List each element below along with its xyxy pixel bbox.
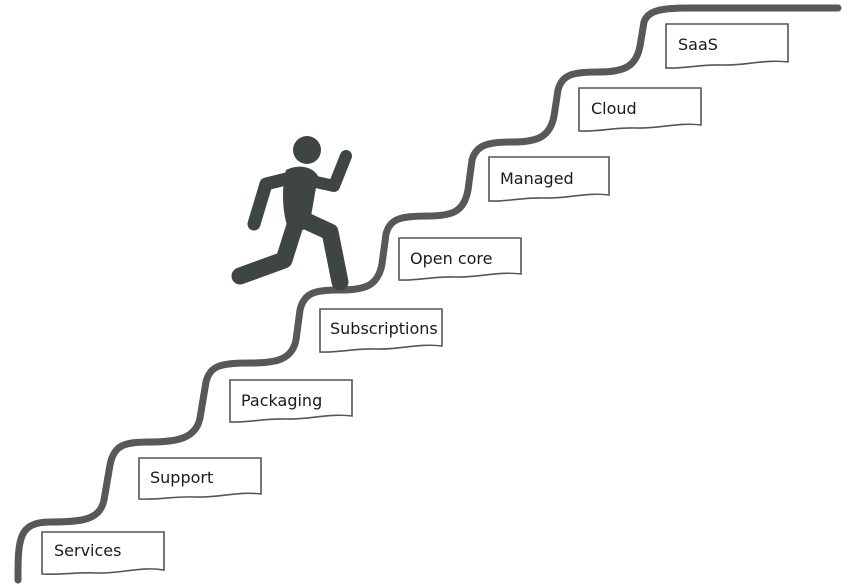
step-services: Services	[41, 531, 165, 576]
step-label-managed: Managed	[500, 169, 574, 188]
staircase-line	[14, 4, 842, 584]
step-subscriptions: Subscriptions	[319, 308, 443, 353]
step-open-core: Open core	[398, 237, 522, 281]
step-label-subscriptions: Subscriptions	[330, 319, 438, 338]
running-person-icon	[231, 136, 352, 291]
step-support: Support	[138, 457, 262, 500]
step-label-packaging: Packaging	[241, 391, 322, 410]
step-saas: SaaS	[665, 23, 789, 69]
step-packaging: Packaging	[229, 379, 353, 423]
step-managed: Managed	[488, 156, 610, 202]
step-label-cloud: Cloud	[591, 99, 637, 118]
step-label-saas: SaaS	[678, 35, 718, 54]
step-label-services: Services	[54, 541, 121, 560]
step-cloud: Cloud	[578, 87, 702, 132]
step-label-open-core: Open core	[410, 249, 492, 268]
step-label-support: Support	[150, 468, 213, 487]
